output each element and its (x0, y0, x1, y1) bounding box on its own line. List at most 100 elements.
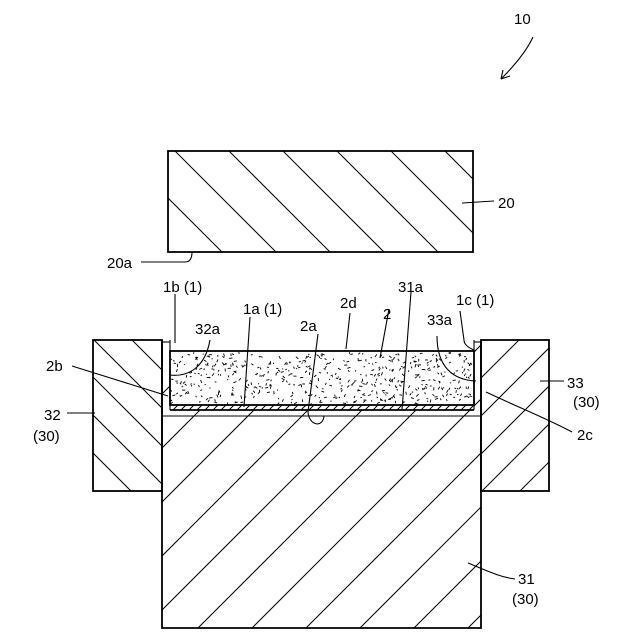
resin-particle (212, 373, 214, 376)
resin-particle (176, 393, 178, 394)
resin-particle (325, 383, 326, 385)
resin-particle (231, 393, 232, 394)
resin-particle (398, 359, 399, 361)
resin-particle (180, 383, 181, 384)
resin-particle (319, 372, 321, 373)
resin-particle (276, 372, 278, 373)
resin-particle (362, 384, 365, 385)
resin-particle (259, 386, 261, 387)
resin-particle (308, 366, 310, 367)
resin-particle (260, 357, 263, 358)
label-film-left: 1b (1) (163, 279, 202, 296)
resin-particle (196, 396, 197, 398)
resin-particle (191, 384, 192, 385)
resin-particle (399, 385, 401, 387)
resin-particle (215, 399, 216, 401)
hatch-line (144, 340, 432, 628)
resin-particle (388, 360, 391, 361)
resin-particle (348, 380, 350, 383)
resin-particle (217, 359, 218, 362)
hatch-line (198, 340, 486, 628)
resin-particle (179, 361, 181, 363)
resin-particle (468, 387, 469, 390)
resin-particle (358, 353, 360, 354)
resin-particle (251, 364, 253, 366)
resin-particle (206, 364, 207, 366)
resin-particle (372, 384, 373, 386)
resin-particle (392, 379, 393, 382)
resin-particle (449, 388, 450, 390)
label-film-right: 1c (1) (456, 292, 494, 309)
resin-particle (397, 389, 398, 390)
hatch-line (445, 151, 546, 252)
resin-particle (336, 373, 337, 375)
resin-particle (382, 357, 384, 358)
resin-particle (273, 363, 274, 364)
resin-particle (420, 353, 423, 354)
resin-particle (285, 369, 287, 370)
resin-particle (429, 370, 431, 371)
resin-particle (425, 392, 426, 394)
resin-particle (432, 354, 433, 355)
resin-particle (419, 377, 420, 378)
resin-particle (386, 366, 387, 369)
hatch-line (337, 151, 438, 252)
resin-particle (469, 394, 472, 395)
hatch-line (391, 151, 492, 252)
resin-particle (422, 388, 423, 389)
resin-particle (406, 392, 407, 395)
resin-particle (377, 392, 378, 395)
resin-particle (347, 367, 350, 368)
hatch-line (0, 340, 131, 491)
resin-particle (434, 366, 435, 368)
resin-particle (336, 378, 338, 379)
resin-particle (251, 354, 253, 355)
resin-particle (298, 384, 301, 385)
resin-particle (240, 402, 243, 403)
resin-particle (443, 388, 445, 389)
resin-particle (328, 362, 331, 364)
resin-particle (363, 393, 364, 394)
resin-particle (300, 377, 303, 378)
resin-particle (268, 371, 269, 373)
resin-particle (299, 361, 301, 362)
resin-particle (370, 374, 373, 375)
resin-particle (305, 391, 306, 393)
resin-particle (352, 382, 354, 384)
resin-particle (377, 402, 380, 403)
resin-particle (400, 368, 401, 371)
resin-particle (315, 395, 317, 397)
resin-particle (360, 374, 361, 375)
resin-particle (201, 380, 202, 383)
resin-particle (437, 366, 440, 367)
resin-particle (289, 374, 291, 376)
resin-particle (255, 374, 257, 375)
resin-particle (471, 363, 472, 364)
resin-particle (324, 397, 327, 398)
resin-particle (245, 361, 246, 363)
resin-particle (446, 399, 447, 401)
label-base-block: 31 (518, 571, 535, 588)
resin-particle (408, 385, 410, 388)
resin-particle (181, 381, 182, 383)
resin-particle (469, 365, 470, 366)
resin-particle (385, 379, 387, 381)
resin-particle (430, 361, 432, 362)
resin-particle (283, 376, 285, 378)
label-right-block-group: (30) (573, 394, 600, 411)
resin-particle (180, 395, 182, 396)
resin-particle (214, 402, 217, 403)
resin-particle (347, 402, 348, 403)
label-assembly: 10 (514, 11, 531, 28)
resin-particle (302, 363, 303, 364)
resin-particle (398, 353, 399, 355)
hatch-line (283, 151, 384, 252)
resin-particle (203, 354, 204, 355)
resin-particle (200, 390, 202, 391)
assembly-arrow-line (501, 37, 533, 79)
resin-particle (271, 380, 272, 382)
resin-particle (336, 398, 338, 399)
resin-speckle (171, 352, 473, 406)
resin-particle (341, 386, 343, 387)
